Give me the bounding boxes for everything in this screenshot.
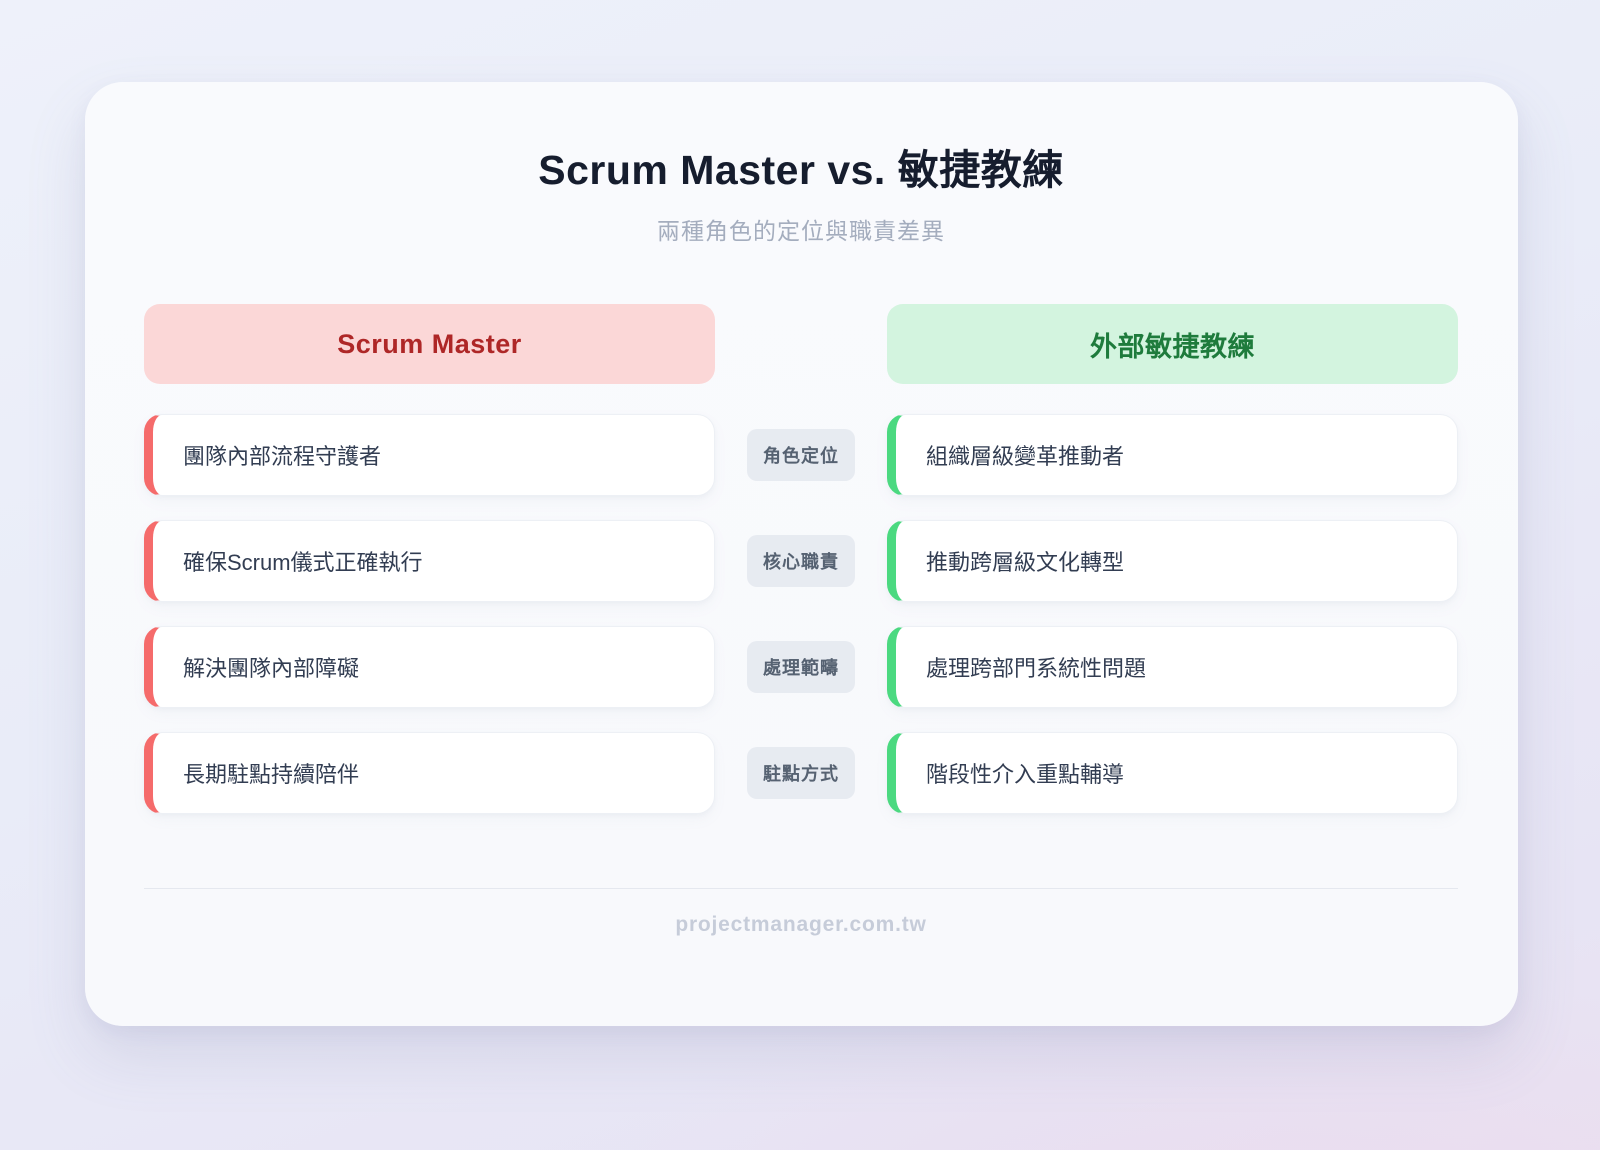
comparison-grid: Scrum Master 外部敏捷教練 團隊內部流程守護者 角色定位 組織層級變… xyxy=(144,304,1458,814)
page-background: Scrum Master vs. 敏捷教練 兩種角色的定位與職責差異 Scrum… xyxy=(0,82,1600,1026)
agile-coach-item-text: 階段性介入重點輔導 xyxy=(926,762,1125,787)
agile-coach-item-text: 組織層級變革推動者 xyxy=(926,444,1125,469)
scrum-master-item-text: 團隊內部流程守護者 xyxy=(183,444,382,469)
scrum-master-item-text: 解決團隊內部障礙 xyxy=(183,656,360,681)
infographic-card: Scrum Master vs. 敏捷教練 兩種角色的定位與職責差異 Scrum… xyxy=(85,82,1518,1026)
page-title: Scrum Master vs. 敏捷教練 xyxy=(538,147,1064,193)
agile-coach-item-card: 組織層級變革推動者 xyxy=(887,414,1458,496)
scrum-master-item-card: 團隊內部流程守護者 xyxy=(144,414,715,496)
scrum-master-item-card: 長期駐點持續陪伴 xyxy=(144,732,715,814)
scrum-master-column-header: Scrum Master xyxy=(144,304,715,384)
agile-coach-column-header: 外部敏捷教練 xyxy=(887,304,1458,384)
scrum-master-item-text: 確保Scrum儀式正確執行 xyxy=(183,550,423,575)
scrum-master-item-card: 確保Scrum儀式正確執行 xyxy=(144,520,715,602)
footer-site-url: projectmanager.com.tw xyxy=(675,913,927,936)
category-cell: 角色定位 xyxy=(715,414,887,496)
scrum-master-item-card: 解決團隊內部障礙 xyxy=(144,626,715,708)
agile-coach-item-card: 處理跨部門系統性問題 xyxy=(887,626,1458,708)
agile-coach-item-text: 推動跨層級文化轉型 xyxy=(926,550,1125,575)
agile-coach-item-card: 階段性介入重點輔導 xyxy=(887,732,1458,814)
category-cell: 核心職責 xyxy=(715,520,887,602)
category-label: 核心職責 xyxy=(747,535,855,587)
footer-divider xyxy=(144,888,1458,889)
agile-coach-item-card: 推動跨層級文化轉型 xyxy=(887,520,1458,602)
scrum-master-item-text: 長期駐點持續陪伴 xyxy=(183,762,360,787)
header-spacer xyxy=(715,304,887,390)
category-cell: 駐點方式 xyxy=(715,732,887,814)
category-label: 處理範疇 xyxy=(747,641,855,693)
page-subtitle: 兩種角色的定位與職責差異 xyxy=(657,218,945,244)
agile-coach-item-text: 處理跨部門系統性問題 xyxy=(926,656,1147,681)
category-label: 駐點方式 xyxy=(747,747,855,799)
category-label: 角色定位 xyxy=(747,429,855,481)
category-cell: 處理範疇 xyxy=(715,626,887,708)
